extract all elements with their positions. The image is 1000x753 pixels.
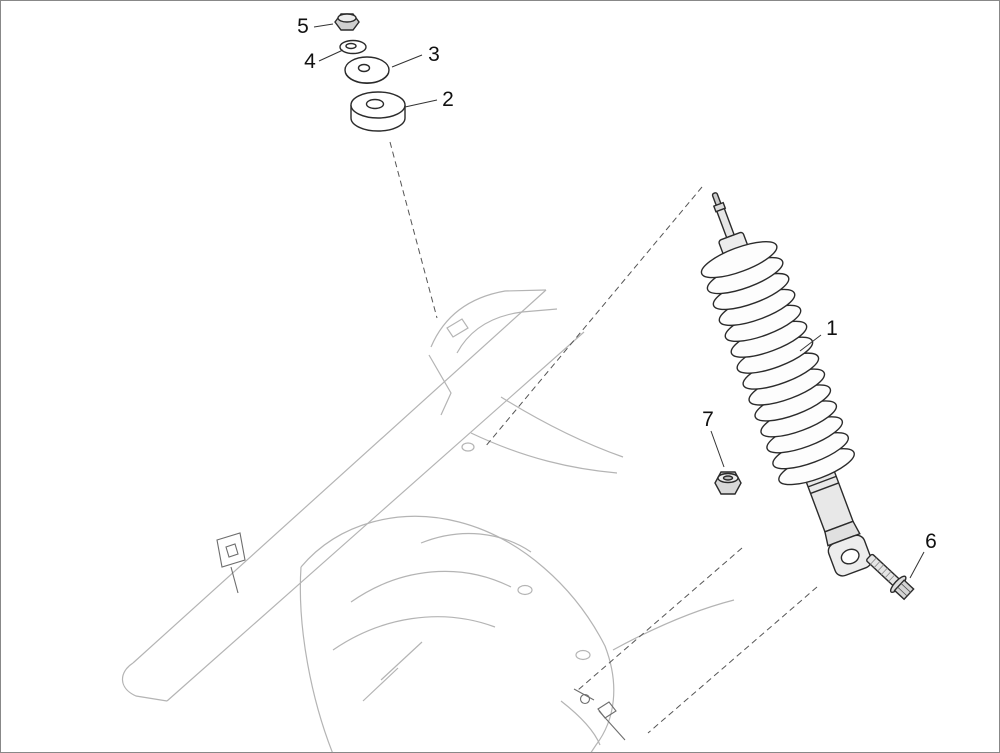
leader-lines <box>313 23 925 579</box>
frame-outline <box>121 289 735 752</box>
callout-label-7: 7 <box>702 408 714 431</box>
lock-nut <box>714 471 742 495</box>
callout-label-2: 2 <box>442 88 454 111</box>
callout-label-5: 5 <box>297 15 309 38</box>
small-washer <box>339 39 367 55</box>
large-washer <box>344 56 390 84</box>
top-nut <box>334 13 360 31</box>
callout-label-6: 6 <box>925 530 937 553</box>
shock-absorber <box>700 192 872 577</box>
flange-bolt <box>866 553 915 601</box>
rubber-bushing <box>350 91 406 132</box>
frame-bracket <box>216 532 246 594</box>
coil-spring <box>700 240 855 486</box>
lower-mount-detail <box>573 688 626 741</box>
assembly-dashed-lines <box>389 141 818 734</box>
callout-label-1: 1 <box>826 317 838 340</box>
callout-label-3: 3 <box>428 43 440 66</box>
callout-label-4: 4 <box>304 50 316 73</box>
